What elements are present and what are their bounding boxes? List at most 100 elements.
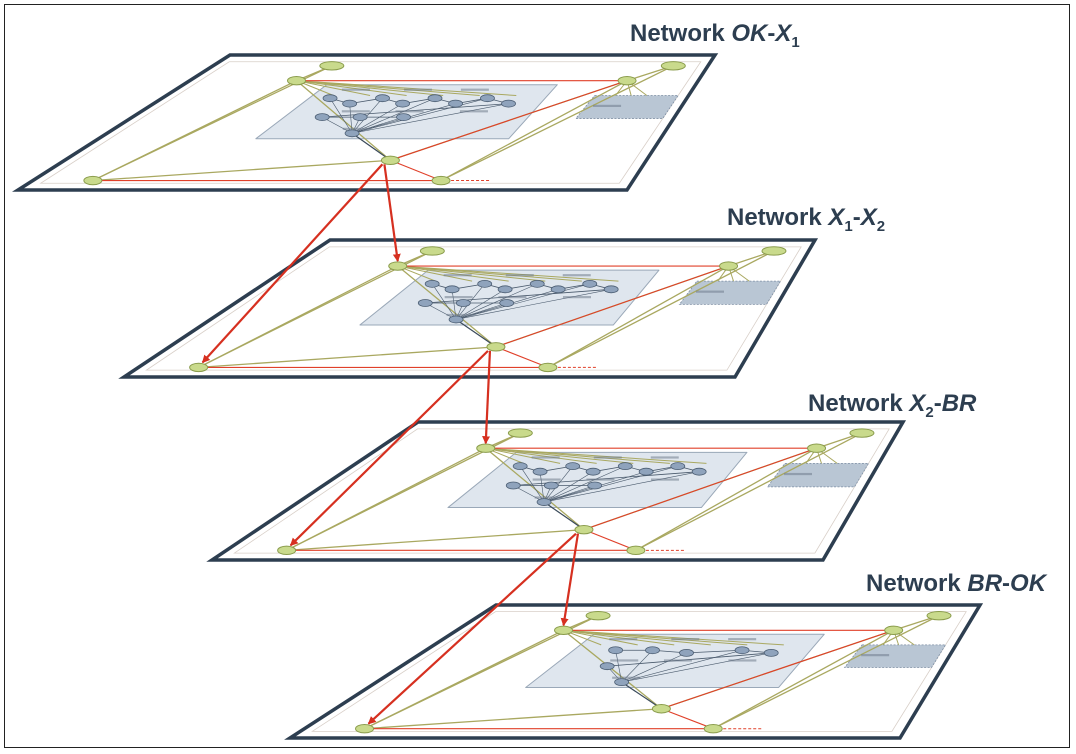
label-mark bbox=[562, 274, 591, 277]
group-node bbox=[342, 99, 358, 108]
group-node bbox=[455, 299, 471, 307]
red-link bbox=[495, 265, 729, 348]
olive-link bbox=[485, 447, 585, 531]
group-node bbox=[497, 285, 513, 294]
label-mark bbox=[728, 659, 757, 662]
group-link bbox=[543, 485, 595, 503]
red-link bbox=[390, 159, 442, 182]
group-node bbox=[424, 279, 440, 288]
group-link bbox=[543, 465, 626, 503]
state-node bbox=[277, 545, 297, 556]
group-node bbox=[670, 462, 686, 471]
olive-link bbox=[485, 447, 707, 464]
group-node bbox=[763, 648, 779, 657]
label-mark bbox=[671, 638, 700, 641]
state-node bbox=[380, 155, 400, 166]
label-mark bbox=[505, 274, 534, 277]
olive-link bbox=[296, 80, 391, 161]
group-node bbox=[532, 467, 548, 476]
maintenance-node bbox=[536, 498, 552, 506]
group-link bbox=[621, 652, 772, 683]
group-link bbox=[544, 471, 700, 503]
group-node bbox=[734, 646, 750, 655]
label-mark bbox=[341, 88, 370, 91]
group-node bbox=[417, 299, 433, 307]
state-node bbox=[355, 723, 375, 734]
label-mark bbox=[695, 290, 724, 293]
olive-link bbox=[712, 629, 894, 730]
state-node bbox=[83, 175, 103, 186]
state-node bbox=[287, 75, 307, 86]
olive-link bbox=[712, 615, 940, 730]
maintenance-link bbox=[621, 681, 662, 710]
olive-link bbox=[286, 432, 521, 551]
group-node bbox=[638, 467, 654, 476]
group-node bbox=[617, 462, 633, 471]
state-node bbox=[626, 545, 646, 556]
group-link bbox=[455, 283, 485, 320]
group-node bbox=[480, 94, 495, 103]
red-link bbox=[390, 80, 628, 161]
olive-link bbox=[563, 629, 638, 646]
state-node bbox=[884, 625, 904, 635]
transition-arrow bbox=[367, 532, 577, 725]
red-link bbox=[661, 708, 714, 730]
state-node bbox=[476, 443, 496, 453]
maintenance-link bbox=[455, 318, 497, 348]
group-node bbox=[582, 279, 598, 288]
olive-link bbox=[563, 629, 662, 710]
red-link bbox=[495, 346, 549, 368]
transition-arrow bbox=[482, 350, 492, 445]
group-node bbox=[587, 481, 603, 490]
network-plane-4 bbox=[284, 603, 984, 740]
group-node bbox=[477, 279, 493, 288]
state-node bbox=[617, 75, 637, 86]
group-node bbox=[565, 462, 581, 471]
olive-link bbox=[635, 447, 817, 551]
group-node bbox=[691, 467, 707, 476]
state-node bbox=[189, 362, 209, 373]
label-mark bbox=[650, 478, 679, 481]
group-link bbox=[543, 465, 573, 503]
olive-link bbox=[485, 447, 597, 464]
group-link bbox=[455, 283, 590, 320]
state-node bbox=[703, 723, 723, 734]
label-mark bbox=[443, 274, 472, 277]
red-link bbox=[661, 629, 894, 710]
olive-link bbox=[635, 432, 863, 551]
red-link bbox=[583, 529, 637, 551]
olive-link bbox=[547, 250, 775, 368]
label-mark bbox=[534, 496, 563, 499]
label-mark bbox=[861, 654, 890, 657]
group-link bbox=[351, 97, 436, 134]
network-title-3: Network X2-BR bbox=[808, 390, 977, 421]
group-node bbox=[645, 646, 660, 655]
figure-frame bbox=[4, 4, 1070, 748]
transition-arrow bbox=[560, 533, 580, 627]
state-node bbox=[507, 428, 533, 438]
group-link bbox=[686, 649, 743, 654]
group-link bbox=[455, 283, 538, 320]
group-link bbox=[351, 98, 383, 134]
olive-link bbox=[485, 447, 634, 464]
olive-link bbox=[397, 265, 497, 348]
plane-inner-border bbox=[311, 611, 967, 732]
label-mark bbox=[444, 296, 473, 299]
group-node bbox=[427, 94, 443, 103]
label-mark bbox=[498, 296, 527, 299]
label-mark bbox=[586, 478, 615, 481]
group-node bbox=[599, 662, 615, 671]
label-mark bbox=[460, 88, 489, 91]
state-node bbox=[761, 246, 787, 256]
network-title-2: Network X1-X2 bbox=[727, 204, 886, 235]
label-mark bbox=[593, 104, 622, 107]
label-mark bbox=[650, 456, 679, 459]
network-plane-1 bbox=[11, 53, 719, 192]
state-node bbox=[431, 175, 451, 186]
olive-link bbox=[296, 80, 371, 96]
group-node bbox=[603, 285, 619, 294]
transition-arrow bbox=[383, 164, 401, 263]
state-node bbox=[651, 704, 671, 714]
olive-link bbox=[286, 528, 585, 551]
olive-link bbox=[485, 447, 561, 464]
